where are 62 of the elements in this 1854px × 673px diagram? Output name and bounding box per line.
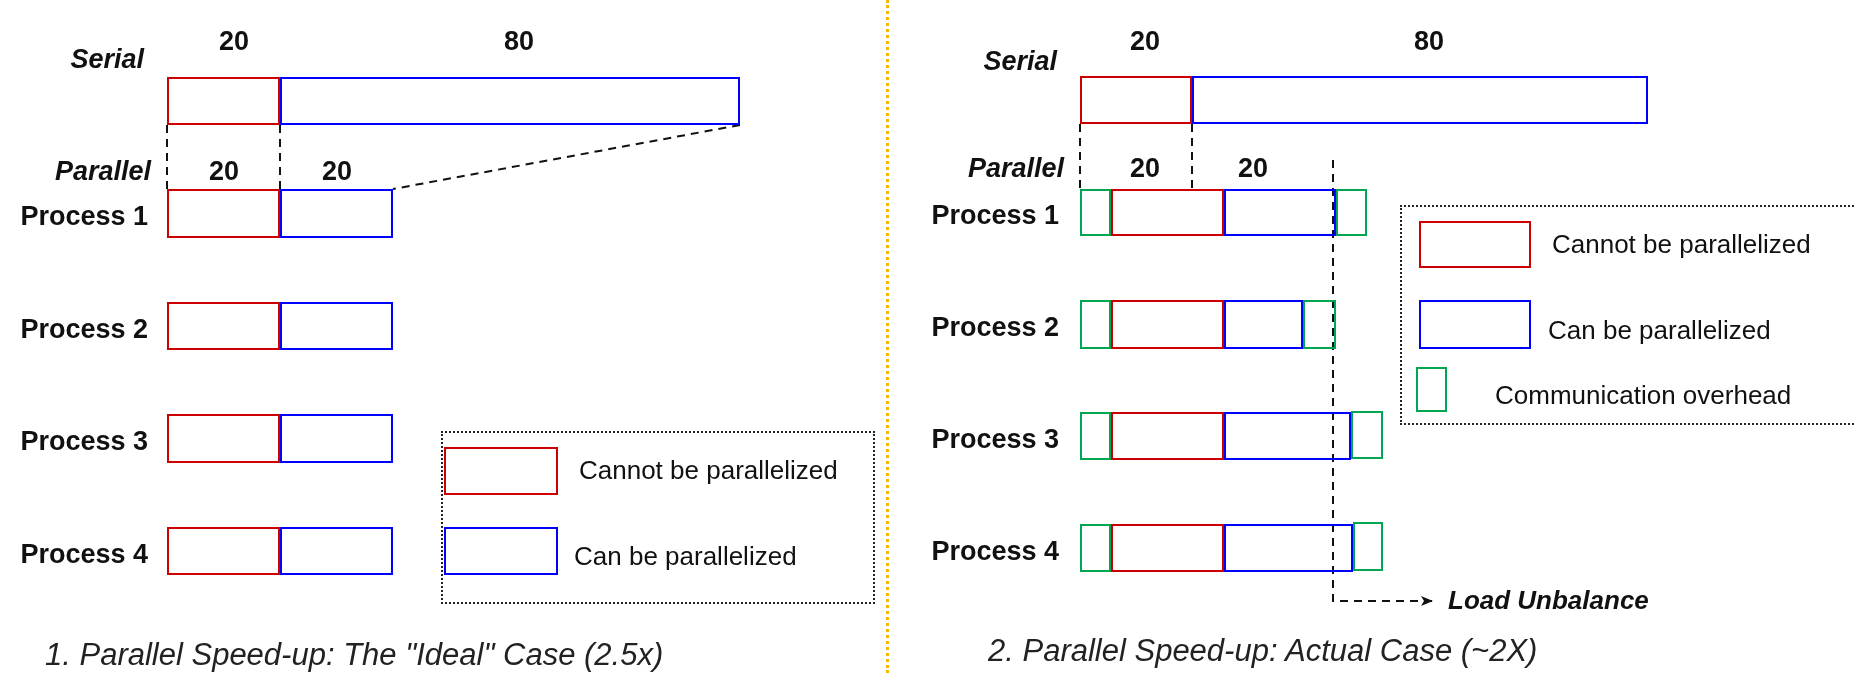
duration-value: 20 bbox=[1238, 153, 1268, 185]
parallel-work-segment bbox=[280, 414, 393, 463]
overhead-segment bbox=[1080, 524, 1111, 572]
row-label: Serial bbox=[983, 46, 1057, 78]
process-label: Process 1 bbox=[20, 201, 148, 233]
process-label: Process 3 bbox=[20, 426, 148, 458]
duration-value: 80 bbox=[504, 26, 534, 58]
process-label: Process 1 bbox=[931, 200, 1059, 232]
row-label: Parallel bbox=[54, 156, 151, 188]
duration-value: 80 bbox=[1414, 26, 1444, 58]
overhead-segment bbox=[1080, 300, 1111, 349]
parallel-work-segment bbox=[1224, 412, 1351, 460]
overhead-segment bbox=[1351, 411, 1383, 459]
projection-line bbox=[392, 124, 741, 190]
row-label: Parallel bbox=[967, 153, 1064, 185]
process-label: Process 2 bbox=[931, 312, 1059, 344]
legend-text: Cannot be parallelized bbox=[579, 456, 838, 486]
process-label: Process 4 bbox=[20, 539, 148, 571]
row-label: Serial bbox=[70, 44, 144, 76]
serial-work-segment bbox=[1111, 524, 1224, 572]
overhead-segment bbox=[1336, 189, 1367, 236]
serial-work-segment bbox=[167, 414, 280, 463]
parallel-work-segment bbox=[1224, 189, 1336, 236]
parallel-work-segment bbox=[280, 302, 393, 350]
process-label: Process 2 bbox=[20, 314, 148, 346]
serial-work-segment bbox=[1111, 189, 1224, 236]
legend-text: Can be parallelized bbox=[1548, 316, 1771, 346]
parallel-work-segment bbox=[1224, 524, 1353, 572]
duration-value: 20 bbox=[219, 26, 249, 58]
process-label: Process 3 bbox=[931, 424, 1059, 456]
duration-value: 20 bbox=[209, 156, 239, 188]
parallel-work-segment bbox=[280, 527, 393, 575]
duration-value: 20 bbox=[1130, 26, 1160, 58]
parallel-work-segment bbox=[1192, 76, 1648, 124]
projection-line bbox=[166, 124, 168, 190]
serial-work-segment bbox=[167, 527, 280, 575]
overhead-segment bbox=[1303, 300, 1336, 349]
serial-work-segment bbox=[167, 189, 280, 238]
serial-work-segment bbox=[167, 302, 280, 350]
serial-work-segment bbox=[167, 77, 280, 125]
legend-text: Cannot be parallelized bbox=[1552, 230, 1811, 260]
figure-caption: 2. Parallel Speed-up: Actual Case (~2X) bbox=[988, 633, 1538, 669]
projection-line bbox=[1191, 123, 1193, 190]
projection-line bbox=[1079, 123, 1081, 190]
overhead-segment bbox=[1080, 189, 1111, 236]
overhead-segment bbox=[1080, 412, 1111, 460]
figure-caption: 1. Parallel Speed-up: The "Ideal" Case (2.5x) bbox=[45, 637, 664, 673]
projection-line bbox=[279, 124, 281, 190]
parallel-work-segment bbox=[1224, 300, 1303, 349]
arrow bbox=[1332, 159, 1433, 606]
serial-work-segment bbox=[1111, 412, 1224, 460]
parallel-work-segment bbox=[280, 77, 740, 125]
overhead-segment bbox=[1353, 522, 1383, 571]
legend-text: Communication overhead bbox=[1495, 381, 1792, 411]
process-label: Process 4 bbox=[931, 536, 1059, 568]
legend-text: Can be parallelized bbox=[574, 542, 797, 572]
annotation-text: Load Unbalance bbox=[1432, 586, 1649, 616]
serial-work-segment bbox=[1111, 300, 1224, 349]
duration-value: 20 bbox=[322, 156, 352, 188]
parallel-work-segment bbox=[280, 189, 393, 238]
duration-value: 20 bbox=[1130, 153, 1160, 185]
serial-work-segment bbox=[1080, 76, 1192, 124]
